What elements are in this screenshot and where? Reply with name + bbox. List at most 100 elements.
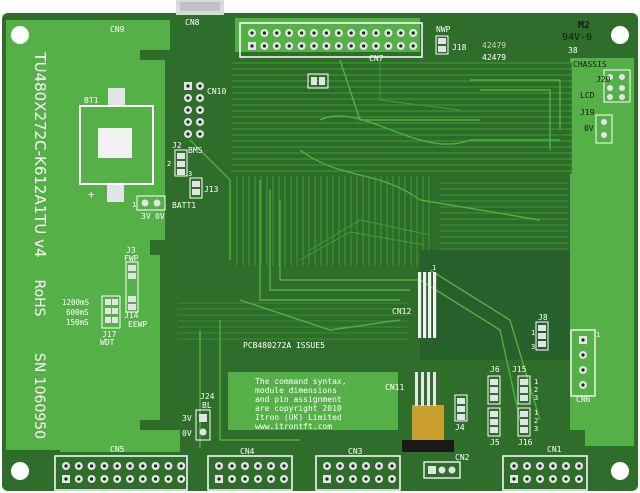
cn5-header — [54, 455, 188, 491]
cn5-pin-hole — [141, 477, 145, 481]
cn10-label: CN10 — [207, 87, 226, 96]
copyright-line-1: The command syntax, — [255, 377, 347, 386]
cn2-label: CN2 — [455, 453, 470, 462]
battery-holder — [79, 88, 154, 202]
cn10-pin-hole — [198, 120, 202, 124]
copyright-line-4: are copyright 2010 — [255, 404, 342, 413]
cn4-pin-hole — [256, 464, 260, 468]
cn5-pin-hole — [141, 464, 145, 468]
cn11-connector — [402, 372, 454, 452]
cn3-pin-hole — [377, 464, 381, 468]
cn5-pin-hole — [179, 477, 183, 481]
left-top-plane — [6, 20, 170, 50]
serial-label: SN 1060950 — [31, 353, 47, 439]
cn5-label: CN5 — [110, 445, 125, 454]
cn3-pin-hole — [338, 464, 342, 468]
cn7-pin-hole — [362, 31, 366, 35]
j8-pin-1: 1 — [531, 329, 535, 337]
cn1-pin-hole — [564, 477, 568, 481]
cn4-pin-hole — [269, 477, 273, 481]
cn7-pin-hole — [349, 44, 353, 48]
cn4-pin-hole — [230, 464, 234, 468]
j15-label: J15 — [512, 365, 527, 374]
copyright-line-2: module dimensions — [255, 386, 337, 395]
cn6-pin-hole — [581, 368, 585, 372]
cn4-pin-hole — [243, 477, 247, 481]
cn4-pin-hole — [217, 477, 221, 481]
cn7-pin-hole — [312, 31, 316, 35]
mounting-holes — [11, 26, 629, 480]
cn3-pin-hole — [390, 477, 394, 481]
batt-3v-label: 3V — [141, 212, 151, 221]
j24-label: J24 — [200, 392, 215, 401]
cn3-label: CN3 — [348, 447, 363, 456]
wdt-600-label: 600mS — [66, 308, 89, 317]
cn11-label: CN11 — [385, 383, 404, 392]
cn10-pin-hole — [198, 108, 202, 112]
cn6-pin-1: 1 — [596, 331, 600, 339]
cn10-pin-hole — [186, 84, 190, 88]
j2-label: J2 — [172, 141, 182, 150]
cn6-label: CN6 — [576, 395, 591, 404]
copyright-line-3: and pin assignment — [255, 395, 342, 404]
cn7-pin-hole — [287, 44, 291, 48]
cn6-header — [570, 329, 596, 397]
cn7-pin-hole — [262, 44, 266, 48]
cn7-pin-hole — [262, 31, 266, 35]
cn4-pin-hole — [230, 477, 234, 481]
copyright-block: The command syntax, module dimensions an… — [255, 377, 347, 431]
cn10-pin-hole — [198, 132, 202, 136]
cn10-pin-hole — [186, 132, 190, 136]
cn7-pin-hole — [275, 44, 279, 48]
trace-field-main — [232, 62, 572, 174]
wdt-label: WDT — [100, 338, 115, 347]
cn8-label: CN8 — [185, 18, 200, 27]
cn7-pin-hole — [386, 31, 390, 35]
trace-field-right — [440, 180, 568, 250]
bms-label: BMS — [188, 146, 203, 155]
j2-pin-2: 2 — [167, 160, 171, 168]
j4-label: J4 — [455, 423, 465, 432]
zero-v-label: 0V — [584, 124, 594, 133]
cn4-header — [207, 455, 293, 491]
m2-label: M2 — [578, 20, 590, 31]
bottom-plane — [60, 430, 180, 452]
cn5-pin-hole — [102, 464, 106, 468]
cn9-label: CN9 — [110, 25, 125, 34]
j8-label: J8 — [538, 313, 548, 322]
cn7-pin-hole — [250, 31, 254, 35]
cn6-pin-hole — [581, 383, 585, 387]
cn10-pin-hole — [198, 96, 202, 100]
cn1-pin-hole — [512, 464, 516, 468]
j18-label: J18 — [452, 43, 467, 52]
cn7-pin-hole — [386, 44, 390, 48]
j20-label: J20 — [596, 75, 611, 84]
cn7-pin-hole — [337, 44, 341, 48]
cn5-pin-hole — [115, 464, 119, 468]
cn7-pin-hole — [411, 44, 415, 48]
cn5-pin-hole — [64, 464, 68, 468]
cn7-pin-hole — [411, 31, 415, 35]
j17-label: J17 — [102, 330, 117, 339]
cn10-pin-hole — [186, 108, 190, 112]
nwp-label: NWP — [436, 25, 451, 34]
cn7-pin-hole — [300, 44, 304, 48]
bl-label: BL — [202, 401, 212, 410]
cn3-pin-hole — [351, 464, 355, 468]
jumper-blocks — [101, 35, 631, 441]
cn3-pin-hole — [364, 477, 368, 481]
cn3-pin-hole — [377, 477, 381, 481]
cn5-pin-hole — [154, 464, 158, 468]
cn5-pin-hole — [128, 477, 132, 481]
model-label: TU480X272C-K612A1TU v4 — [31, 51, 49, 257]
cn7-pin-hole — [324, 44, 328, 48]
small-code-label: 38 — [568, 46, 578, 55]
cn7-pin-hole — [374, 44, 378, 48]
cn5-pin-hole — [154, 477, 158, 481]
cn4-pin-hole — [269, 464, 273, 468]
cn6-pin-hole — [581, 338, 585, 342]
cn5-pin-hole — [64, 477, 68, 481]
j16-label: J16 — [518, 438, 533, 447]
j8-pin-3: 3 — [531, 343, 535, 351]
fwp-label: FWP — [124, 254, 139, 263]
